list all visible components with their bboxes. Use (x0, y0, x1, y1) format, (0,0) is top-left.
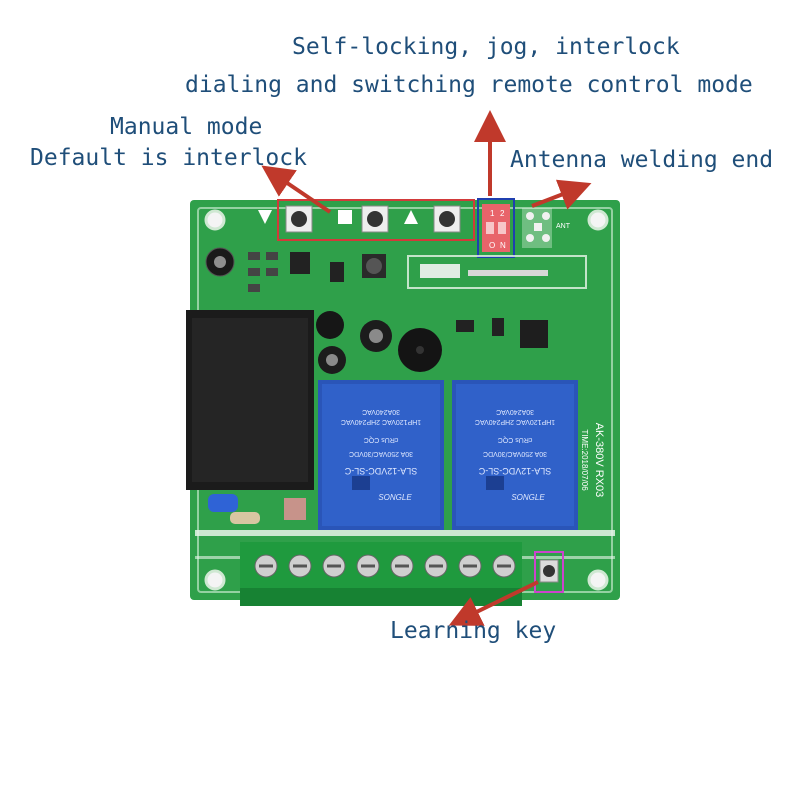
relay-rating-text: 30A 250VAC/30VDC (483, 450, 547, 457)
terminal-block (240, 542, 522, 606)
arrow-antenna (531, 179, 592, 210)
relay-rating-text: 30A240VAC (496, 408, 534, 415)
mode-annotation-line1: Self-locking, jog, interlock (292, 34, 680, 60)
manual-annotation-line2: Default is interlock (30, 145, 307, 171)
dip-label: O (489, 241, 495, 250)
learning-key-highlight (534, 551, 564, 593)
antenna-annotation: Antenna welding end (510, 147, 774, 173)
capacitor (316, 311, 344, 339)
manual-annotation-line1: Manual mode (110, 114, 263, 140)
learning-annotation: Learning key (390, 618, 557, 644)
relay-2: SLA-12VDC-SL-C 30A 250VAC/30VDC 1HP120VA… (452, 380, 578, 530)
terminal-screws (254, 554, 516, 578)
manual-buttons (258, 205, 461, 233)
dip-label: 1 (490, 209, 495, 218)
resistor (230, 512, 260, 524)
rf-module (407, 255, 587, 289)
relay-rating-text: 30A 250VAC/30VDC (349, 450, 413, 457)
mode-annotation-line2: dialing and switching remote control mod… (185, 72, 753, 98)
relay-rating-text: 30A240VAC (362, 408, 400, 415)
varistor (208, 494, 238, 512)
relay-model-text: SLA-12VDC-SL-C (478, 466, 551, 476)
manual-buttons-highlight (277, 199, 475, 241)
board-model-text: AK-380V RX03 (593, 423, 605, 498)
board-date-text: TIME:2018/07/06 (580, 429, 589, 491)
dip-label: N (500, 241, 506, 250)
dip-label: 2 (500, 209, 505, 218)
antenna-mark: ANT (556, 223, 571, 230)
capacitor-film (284, 498, 306, 520)
relay-brand-text: SONGLE (511, 493, 545, 502)
relay-rating-text: 1HP120VAC 2HP240VAC (475, 418, 555, 425)
relay-brand-text: SONGLE (378, 493, 412, 502)
relay-1: SLA-12VDC-SL-C 30A 250VAC/30VDC 1HP120VA… (318, 380, 444, 530)
smd-components (248, 252, 548, 348)
antenna-pads: ANT (522, 208, 571, 248)
mounting-holes (204, 209, 609, 591)
relay-cert-text: cRUs CQC (364, 436, 399, 443)
relay-model-text: SLA-12VDC-SL-C (344, 466, 417, 476)
relay-cert-text: cRUs CQC (498, 436, 533, 443)
arrow-manual (261, 165, 332, 214)
arrow-learning (448, 580, 539, 626)
dip-switch: 1 2 O N (482, 204, 510, 252)
relay-rating-text: 1HP120VAC 2HP240VAC (341, 418, 421, 425)
